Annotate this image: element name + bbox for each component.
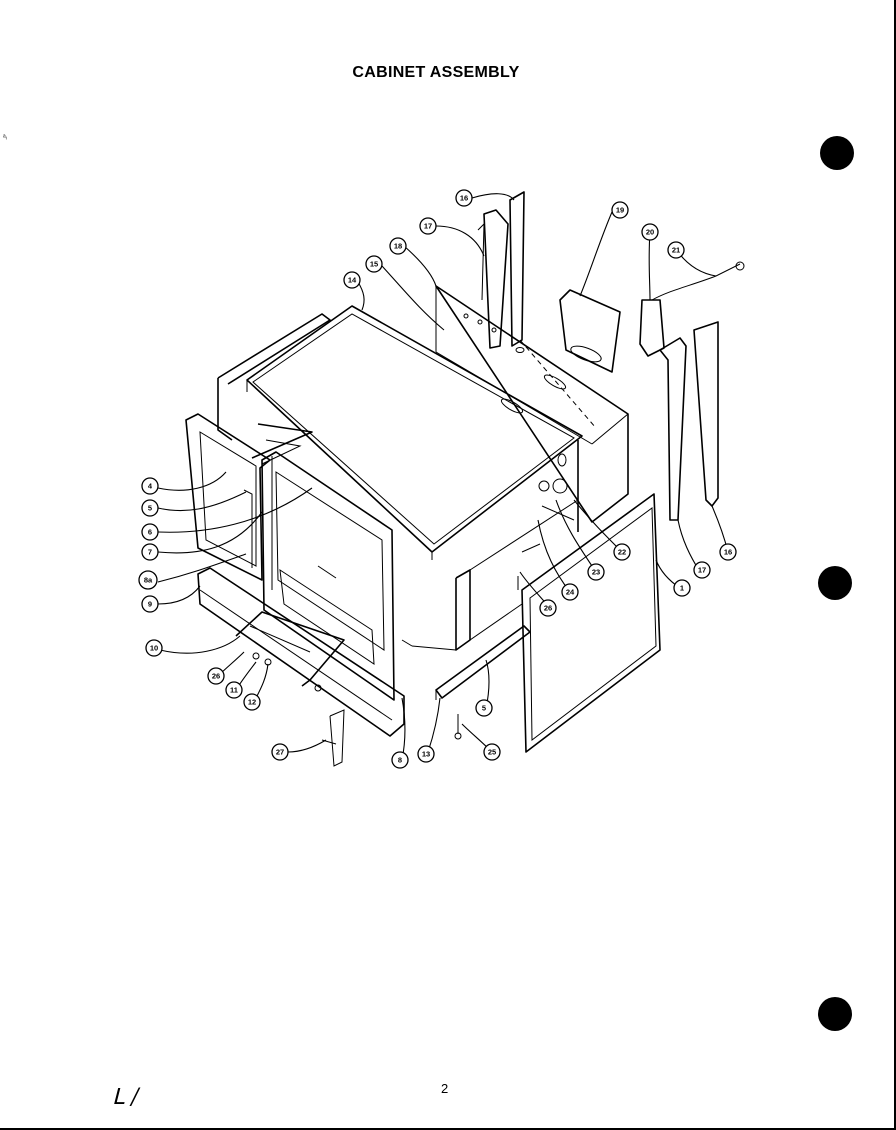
back-channels: [477, 191, 525, 349]
callout-26-right: 26: [539, 599, 557, 617]
callout-20: 20: [641, 223, 659, 241]
callout-4: 4: [141, 477, 159, 495]
callout-21: 21: [667, 241, 685, 259]
svg-text:26: 26: [544, 604, 552, 613]
binder-hole-middle: [818, 566, 852, 600]
svg-text:27: 27: [276, 748, 284, 757]
callout-26-left: 26: [207, 667, 225, 685]
svg-text:26: 26: [212, 672, 220, 681]
callout-5-left: 5: [141, 499, 159, 517]
callout-17-right: 17: [693, 561, 711, 579]
drawer-rail: [435, 625, 531, 700]
handwritten-mark: ᒪ /: [112, 1085, 139, 1110]
callout-19: 19: [611, 201, 629, 219]
front-frame: [261, 451, 395, 701]
svg-text:8a: 8a: [144, 576, 153, 585]
svg-text:13: 13: [422, 750, 430, 759]
svg-text:10: 10: [150, 644, 158, 653]
callout-24: 24: [561, 583, 579, 601]
callout-8: 8: [391, 751, 409, 769]
svg-text:5: 5: [148, 504, 152, 513]
svg-text:9: 9: [148, 600, 152, 609]
cabinet-body: [217, 285, 629, 651]
callout-14: 14: [343, 271, 361, 289]
right-channels: [659, 321, 719, 521]
svg-text:20: 20: [646, 228, 654, 237]
svg-text:21: 21: [672, 246, 680, 255]
svg-text:5: 5: [482, 704, 486, 713]
rails: [251, 423, 313, 465]
callout-11: 11: [225, 681, 243, 699]
callout-25: 25: [483, 743, 501, 761]
svg-text:16: 16: [460, 194, 468, 203]
svg-text:19: 19: [616, 206, 624, 215]
callout-12: 12: [243, 693, 261, 711]
svg-text:6: 6: [148, 528, 152, 537]
callout-10: 10: [145, 639, 163, 657]
svg-text:11: 11: [230, 686, 238, 695]
svg-text:23: 23: [592, 568, 600, 577]
leader-lines: [157, 193, 729, 761]
callout-22: 22: [613, 543, 631, 561]
svg-text:1: 1: [680, 584, 684, 593]
door-frame: [185, 413, 271, 581]
svg-text:7: 7: [148, 548, 152, 557]
svg-text:18: 18: [394, 242, 402, 251]
binder-hole-bottom: [818, 997, 852, 1031]
svg-text:16: 16: [724, 548, 732, 557]
callout-6: 6: [141, 523, 159, 541]
edge-mark: ᵃᵢ: [3, 134, 7, 141]
top-panel: [246, 305, 583, 560]
callout-17-top: 17: [419, 217, 437, 235]
svg-text:17: 17: [698, 566, 706, 575]
callout-18: 18: [389, 237, 407, 255]
callout-15: 15: [365, 255, 383, 273]
svg-text:17: 17: [424, 222, 432, 231]
callout-1: 1: [673, 579, 691, 597]
callout-16-right: 16: [719, 543, 737, 561]
svg-text:12: 12: [248, 698, 256, 707]
heat-shield: [559, 289, 621, 373]
binder-hole-top: [820, 136, 854, 170]
callout-16-top: 16: [455, 189, 473, 207]
callout-9: 9: [141, 595, 159, 613]
bottom-panel: [197, 567, 405, 737]
callout-8a: 8a: [138, 570, 158, 590]
page-title: CABINET ASSEMBLY: [352, 64, 520, 81]
bracket-and-cord: [639, 261, 745, 357]
svg-text:22: 22: [618, 548, 626, 557]
callout-bubbles: 16 17 19 20 21 18 15 14 4 5 6 7 8a 9 10 …: [138, 189, 737, 769]
svg-text:4: 4: [148, 482, 153, 491]
side-panel: [517, 493, 661, 753]
callout-27: 27: [271, 743, 289, 761]
svg-text:15: 15: [370, 260, 378, 269]
svg-text:14: 14: [348, 276, 357, 285]
callout-5-right: 5: [475, 699, 493, 717]
svg-text:8: 8: [398, 756, 402, 765]
callout-13: 13: [417, 745, 435, 763]
svg-text:24: 24: [566, 588, 575, 597]
page-number: 2: [441, 1081, 449, 1096]
callout-7: 7: [141, 543, 159, 561]
svg-text:25: 25: [488, 748, 496, 757]
callout-23: 23: [587, 563, 605, 581]
